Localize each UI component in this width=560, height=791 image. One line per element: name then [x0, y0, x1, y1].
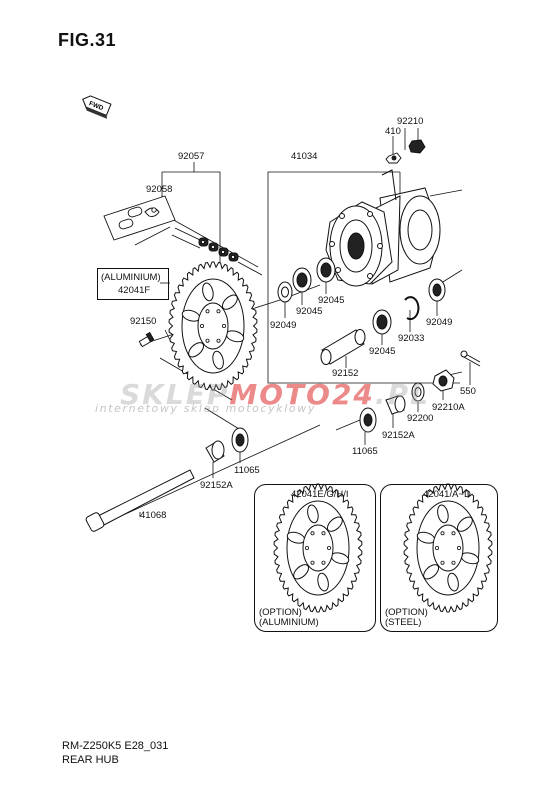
label-92057: 92057 — [178, 151, 205, 162]
option-steel-line1: (OPTION) — [385, 607, 428, 618]
option-aluminium-line2: (ALUMINIUM) — [259, 617, 319, 628]
label-92033: 92033 — [398, 333, 425, 344]
label-92049-left: 92049 — [270, 320, 297, 331]
leader-lines — [107, 128, 471, 523]
rear-wheel-hub — [325, 169, 441, 287]
label-410: 410 — [385, 126, 401, 137]
fwd-arrow-icon: FWD — [82, 95, 112, 119]
label-41068: 41068 — [140, 510, 167, 521]
watermark-brand-d: .PL — [374, 378, 430, 411]
label-92045-a: 92045 — [296, 306, 323, 317]
label-92045-b: 92045 — [318, 295, 345, 306]
option-box-steel: 42041/A~D (OPTION) (STEEL) — [380, 484, 498, 632]
footer-model-code: RM-Z250K5 E28_031 — [62, 740, 169, 752]
label-92200: 92200 — [407, 413, 434, 424]
watermark-brand: SKLEPMOTO24.PL — [120, 378, 430, 411]
watermark-brand-c: 24 — [331, 378, 375, 411]
rear-sprocket-42041F — [168, 261, 258, 391]
label-92049-right: 92049 — [426, 317, 453, 328]
watermark-brand-a: SKLEP — [120, 378, 230, 411]
label-92045-c: 92045 — [369, 346, 396, 357]
label-92152: 92152 — [332, 368, 359, 379]
hub-nut — [385, 139, 426, 164]
option-steel-line2: (STEEL) — [385, 617, 422, 628]
rear-axle — [85, 469, 195, 532]
sprocket-bolt — [138, 331, 155, 348]
label-550: 550 — [460, 386, 476, 397]
label-92210A: 92210A — [432, 402, 465, 413]
drive-chain — [171, 227, 263, 276]
label-92058: 92058 — [146, 184, 173, 195]
aluminium-callout-box: (ALUMINIUM) 42041F — [97, 268, 169, 300]
watermark-tagline: internetowy sklep motocyklowy — [95, 402, 316, 415]
label-92150: 92150 — [130, 316, 157, 327]
label-92210: 92210 — [397, 116, 424, 127]
option-steel-part: 42041/A~D — [423, 489, 471, 500]
label-92152A-right: 92152A — [382, 430, 415, 441]
aluminium-tag: (ALUMINIUM) — [101, 272, 161, 283]
label-42041F: 42041F — [118, 285, 151, 296]
option-box-aluminium: 42041E/G/H/I (OPTION) (ALUMINIUM) — [254, 484, 376, 632]
label-11065-right: 11065 — [352, 446, 378, 457]
label-11065-left: 11065 — [234, 465, 260, 476]
chain-joint-kit — [103, 195, 176, 241]
label-92152A-left: 92152A — [200, 480, 233, 491]
bearing-set — [205, 257, 481, 463]
label-41034: 41034 — [291, 151, 318, 162]
footer-section-name: REAR HUB — [62, 754, 119, 766]
option-aluminium-line1: (OPTION) — [259, 607, 302, 618]
figure-title: FIG.31 — [58, 30, 117, 50]
watermark-brand-b: MOTO — [229, 378, 332, 411]
option-aluminium-part: 42041E/G/H/I — [291, 489, 349, 500]
